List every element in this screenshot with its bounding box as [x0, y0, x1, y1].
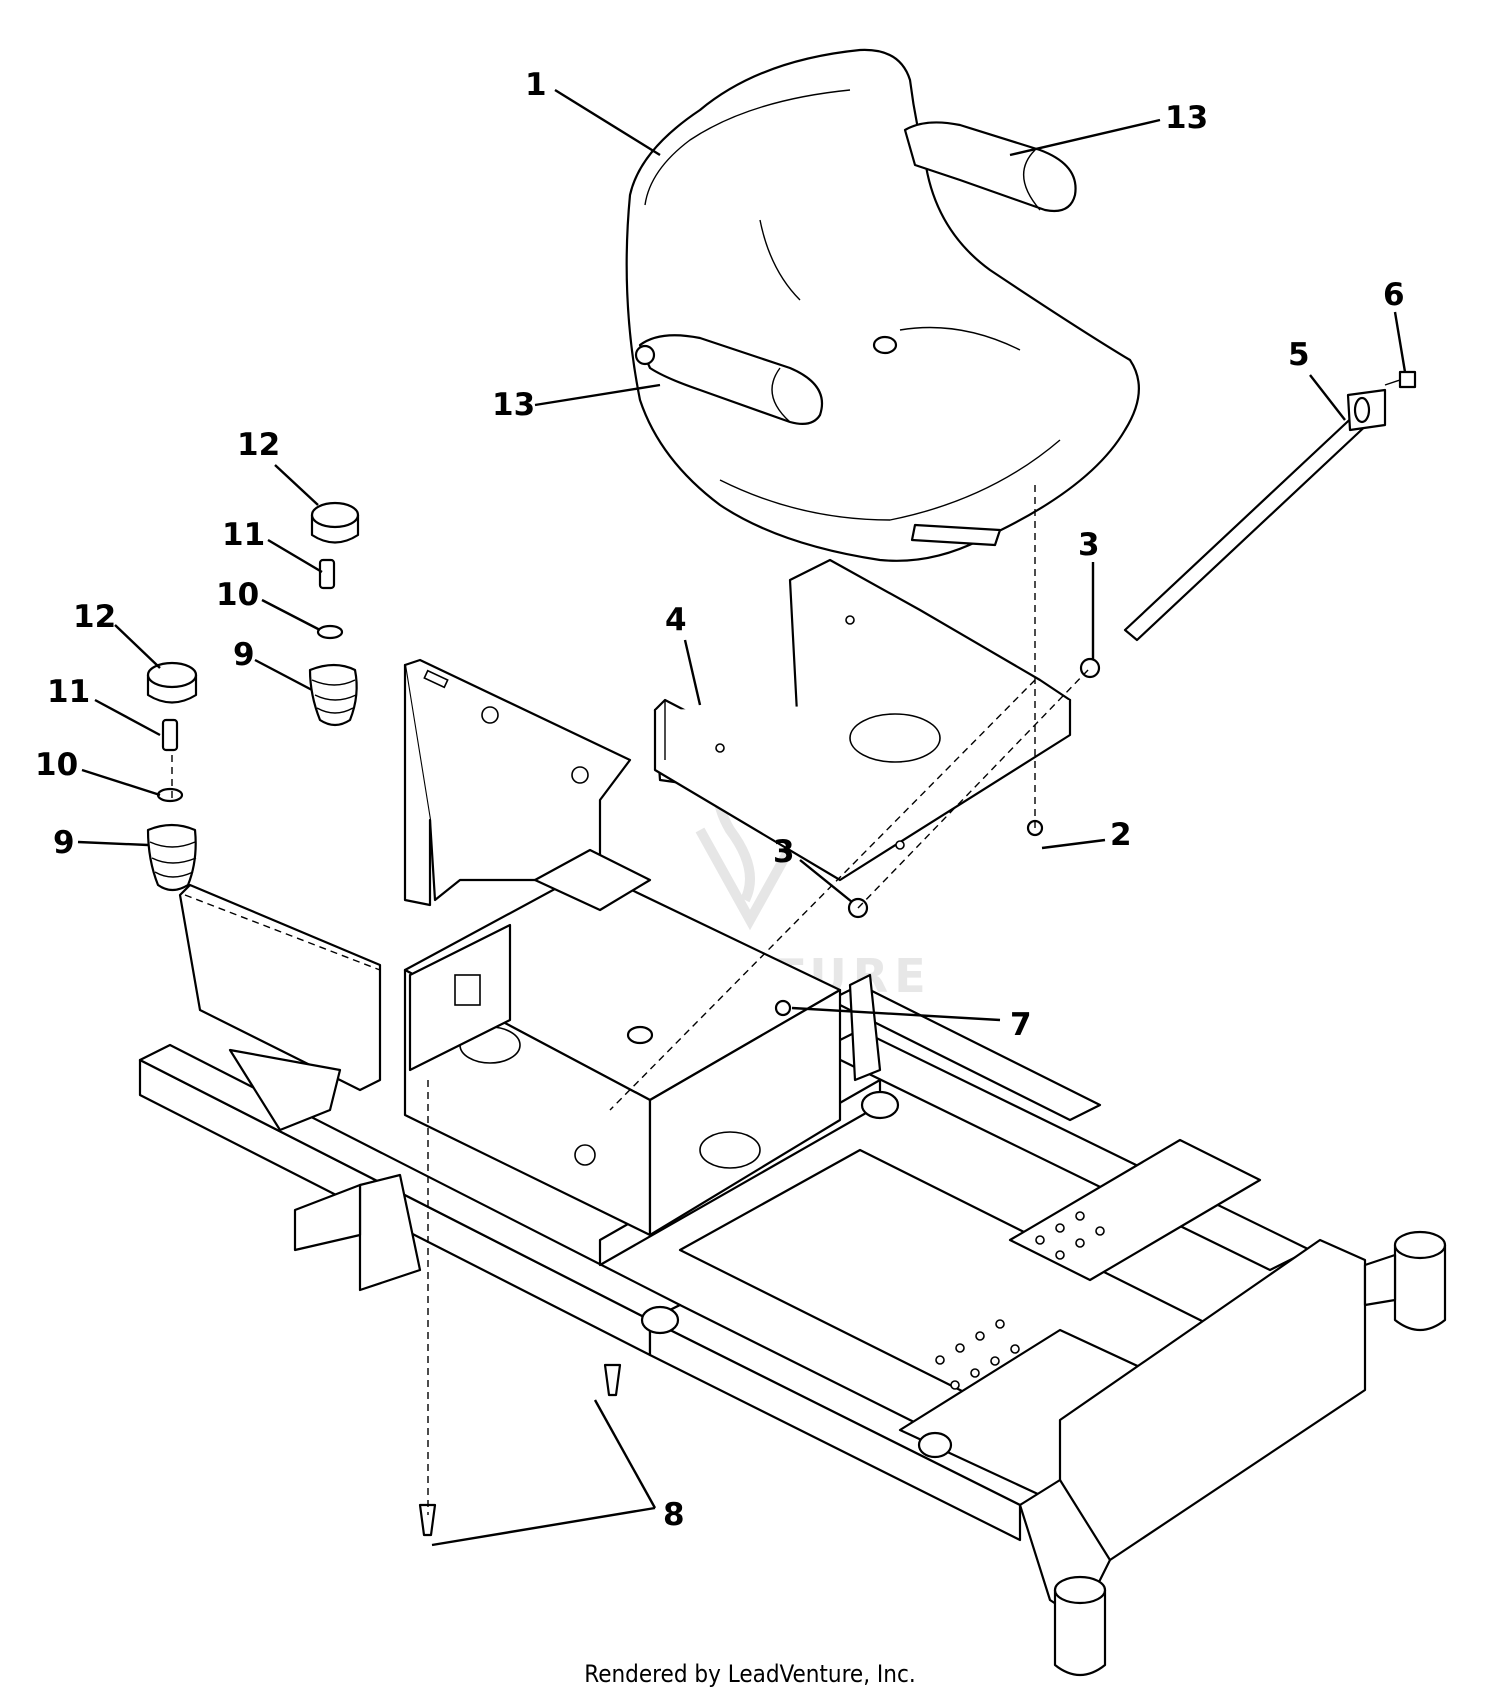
support-tower	[403, 658, 632, 907]
callout-13-upper: 13	[1165, 100, 1208, 136]
callout-5: 5	[1288, 337, 1310, 373]
callouts: 1 13 13 6 5 12 11 10 9 12 11 10 9 4 3 2	[35, 67, 1407, 1547]
callout-8: 8	[663, 1497, 685, 1533]
bumper-stack-b	[146, 661, 198, 892]
frame-bushings	[640, 1090, 953, 1459]
seat-rod	[1123, 388, 1387, 642]
callout-4: 4	[665, 602, 687, 638]
callout-12-lower: 12	[73, 599, 116, 635]
callout-7: 7	[1010, 1007, 1032, 1043]
callout-13-lower: 13	[492, 387, 535, 423]
rear-left-plate	[178, 883, 382, 1132]
front-caster-tube-right	[1363, 1230, 1447, 1332]
front-caster-tube-left	[1053, 1575, 1107, 1677]
armrest-left	[634, 334, 824, 425]
callout-2: 2	[1110, 817, 1132, 853]
callout-9-upper: 9	[233, 637, 255, 673]
callout-11-upper: 11	[222, 517, 265, 553]
callout-3-lower: 3	[773, 834, 795, 870]
callout-10-lower: 10	[35, 747, 78, 783]
callout-10-upper: 10	[216, 577, 259, 613]
callout-9-lower: 9	[53, 825, 75, 861]
bolt-6	[1384, 370, 1417, 389]
assembly-lines	[171, 485, 1091, 1515]
callout-6: 6	[1383, 277, 1405, 313]
seat	[625, 48, 1140, 562]
callout-3-upper: 3	[1078, 527, 1100, 563]
center-box	[403, 848, 842, 1237]
bumper-stack-a	[308, 501, 360, 727]
seat-pan	[653, 558, 1072, 882]
footplate-holes	[935, 1211, 1105, 1390]
callout-11-lower: 11	[47, 674, 90, 710]
footer-credit: Rendered by LeadVenture, Inc.	[584, 1660, 916, 1688]
callout-12-upper: 12	[237, 427, 280, 463]
left-bracket-panel	[408, 923, 512, 1072]
armrest-right	[903, 121, 1077, 213]
callout-1: 1	[525, 67, 547, 103]
